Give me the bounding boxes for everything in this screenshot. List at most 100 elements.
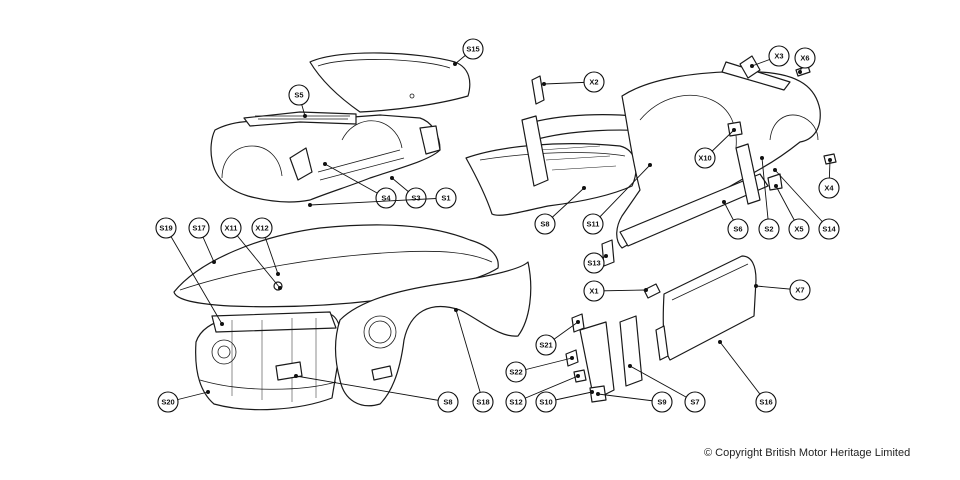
callout-circle	[583, 71, 605, 93]
callout-circle	[535, 391, 557, 413]
callout-s3: S3	[390, 176, 427, 209]
callout-label: S5	[294, 91, 303, 100]
door-part	[643, 255, 757, 361]
callout-label: X1	[589, 287, 598, 296]
leader-dot	[596, 392, 600, 396]
leader-dot	[212, 260, 216, 264]
callout-circle	[251, 217, 273, 239]
callout-s13: S13	[583, 252, 608, 274]
callout-circle	[582, 213, 604, 235]
callout-label: S11	[587, 220, 600, 229]
hinge-pillar-part	[565, 239, 643, 403]
callout-x7: X7	[754, 279, 811, 301]
callout-label: S3	[411, 194, 420, 203]
callout-s7: S7	[628, 364, 706, 413]
leader-dot	[828, 158, 832, 162]
callout-label: X12	[255, 224, 268, 233]
callout-label: S19	[159, 224, 172, 233]
callout-label: X5	[794, 225, 803, 234]
leader-dot	[773, 168, 777, 172]
callout-circle	[758, 218, 780, 240]
callout-s16: S16	[718, 340, 777, 413]
leader-line	[515, 375, 579, 403]
callout-label: S10	[539, 398, 552, 407]
callout-label: S16	[759, 398, 772, 407]
rear-floor-part	[465, 75, 661, 216]
callout-s17: S17	[188, 217, 216, 264]
leader-line	[309, 197, 447, 206]
leader-line	[761, 157, 770, 230]
rear-body-part	[210, 111, 441, 203]
leader-dot	[303, 114, 307, 118]
callout-circle	[684, 391, 706, 413]
callout-s22: S22	[505, 356, 574, 383]
leader-dot	[278, 286, 282, 290]
callout-x10: X10	[694, 128, 736, 169]
leader-line	[597, 393, 663, 403]
callout-label: X7	[795, 286, 804, 295]
callout-s15: S15	[453, 38, 484, 66]
leader-line	[629, 365, 696, 403]
leader-line	[592, 164, 651, 225]
callout-circle	[405, 187, 427, 209]
leader-dot	[798, 70, 802, 74]
callout-label: S21	[539, 341, 552, 350]
front-structure-part	[195, 311, 342, 411]
callout-s11: S11	[582, 163, 652, 235]
callout-label: X2	[589, 78, 598, 87]
callout-circle	[462, 38, 484, 60]
leader-line	[295, 375, 449, 403]
leader-line	[774, 169, 830, 230]
leader-dot	[542, 82, 546, 86]
callout-label: S20	[161, 398, 174, 407]
callout-x1: X1	[583, 280, 648, 302]
callout-label: S8	[540, 220, 549, 229]
leader-line	[165, 227, 223, 325]
front-wing-part	[334, 261, 532, 407]
leader-line	[455, 309, 484, 403]
callout-s5: S5	[288, 84, 310, 118]
callout-s4: S4	[323, 162, 397, 209]
leader-dot	[718, 340, 722, 344]
leader-dot	[628, 364, 632, 368]
callout-circle	[768, 45, 790, 67]
callout-label: S17	[192, 224, 205, 233]
callout-label: X6	[800, 54, 809, 63]
leader-dot	[576, 320, 580, 324]
leader-dot	[323, 162, 327, 166]
leader-dot	[590, 390, 594, 394]
callout-label: X4	[824, 184, 834, 193]
callout-label: S9	[657, 398, 666, 407]
callout-circle	[727, 218, 749, 240]
callout-label: X10	[698, 154, 711, 163]
callout-circle	[535, 334, 557, 356]
callout-x11: X11	[220, 217, 282, 290]
callout-circle	[375, 187, 397, 209]
callout-s2: S2	[758, 156, 780, 240]
callout-circle	[788, 218, 810, 240]
callout-circle	[583, 252, 605, 274]
callout-s1: S1	[308, 187, 457, 209]
callout-circle	[505, 391, 527, 413]
callout-s12: S12	[505, 374, 580, 413]
callout-x5: X5	[774, 184, 810, 240]
leader-dot	[604, 254, 608, 258]
leader-dot	[276, 272, 280, 276]
leader-dot	[308, 203, 312, 207]
callout-circle	[220, 217, 242, 239]
callout-circle	[435, 187, 457, 209]
callout-circle	[651, 391, 673, 413]
leader-dot	[732, 128, 736, 132]
callout-label: S14	[822, 225, 836, 234]
callout-s9: S9	[596, 391, 673, 413]
callout-circle	[534, 213, 556, 235]
callout-s20: S20	[157, 390, 210, 413]
callout-s18: S18	[454, 308, 494, 413]
callout-label: S1	[441, 194, 450, 203]
callout-x2: X2	[542, 71, 605, 93]
leader-line	[719, 341, 767, 403]
callout-x3: X3	[750, 45, 790, 68]
callout-label: S18	[476, 398, 489, 407]
leader-dot	[648, 163, 652, 167]
